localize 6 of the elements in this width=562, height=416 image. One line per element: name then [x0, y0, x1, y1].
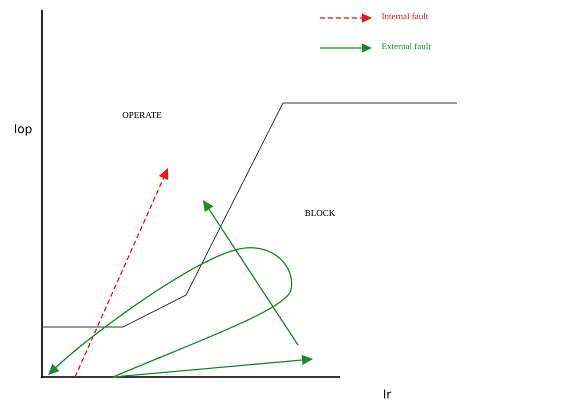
legend-text: External fault	[382, 42, 431, 50]
region-label: OPERATE	[122, 112, 162, 118]
legend-text: Internal fault	[382, 12, 428, 20]
region-label: BLOCK	[305, 210, 336, 216]
axis-label: Iop	[14, 124, 32, 136]
axis-label: Ir	[384, 390, 392, 398]
